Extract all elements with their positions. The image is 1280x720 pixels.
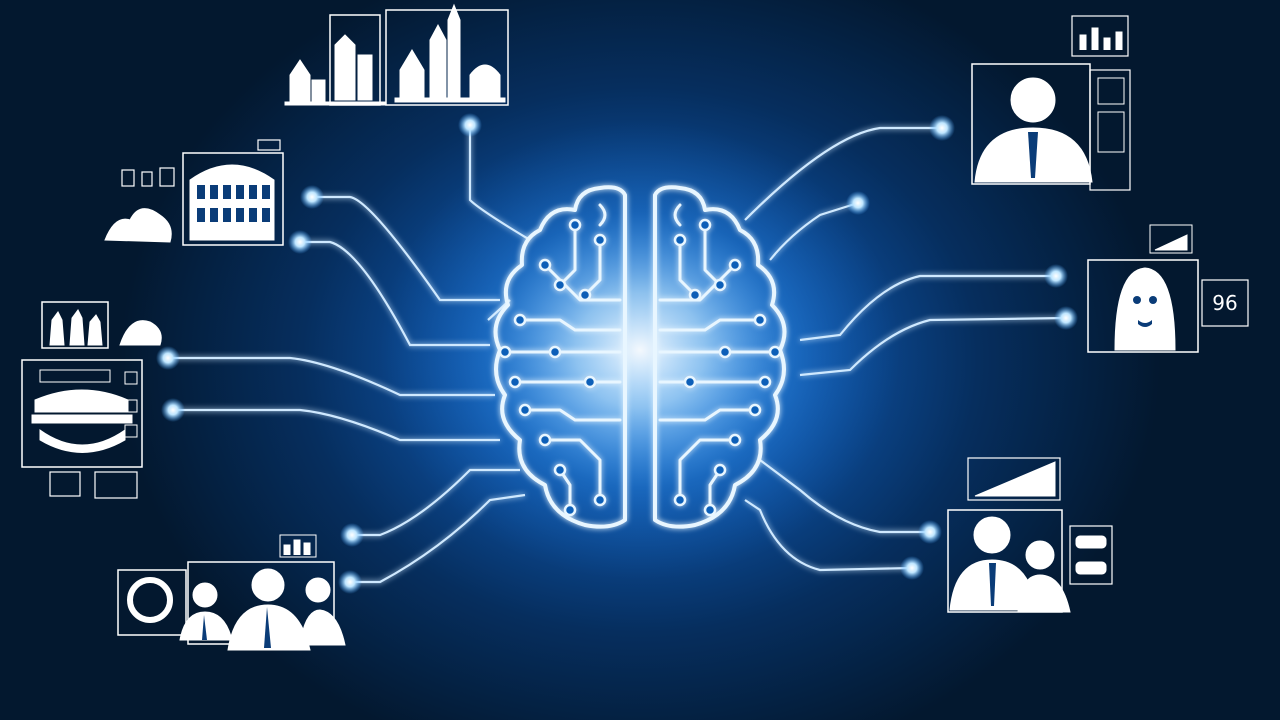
connection-node <box>929 115 955 141</box>
brain-glow <box>380 120 900 580</box>
right-hemisphere <box>653 185 787 529</box>
connection-node <box>1044 264 1068 288</box>
connection-line <box>468 125 531 241</box>
face-panel-right: 96 <box>1087 224 1249 353</box>
connection-node <box>156 346 180 370</box>
people-panel-right <box>947 457 1113 613</box>
connection-node <box>846 191 870 215</box>
connection-line <box>744 499 913 572</box>
connection-line <box>799 274 1056 342</box>
connection-line <box>769 201 859 261</box>
connection-nodes <box>156 113 1078 594</box>
colosseum-panel <box>104 139 284 246</box>
connection-node <box>900 556 924 580</box>
connection-line <box>300 240 490 347</box>
landmarks-panel-left <box>21 301 162 499</box>
connection-node <box>161 398 185 422</box>
connection-node <box>340 523 364 547</box>
connection-line <box>173 408 500 442</box>
connection-line <box>759 459 930 534</box>
connection-node <box>918 520 942 544</box>
left-hemisphere <box>493 185 627 529</box>
connection-line <box>350 493 526 584</box>
connection-line <box>168 356 495 397</box>
landmarks-panel-top <box>284 3 509 106</box>
connection-line <box>312 195 500 302</box>
people-panel-left <box>117 534 346 651</box>
connection-line <box>352 468 520 537</box>
right-circuits <box>658 203 777 512</box>
face-readout: 96 <box>1212 291 1237 315</box>
person-panel-top-right <box>971 15 1131 191</box>
connection-node <box>458 113 482 137</box>
connection-node <box>338 570 362 594</box>
connection-line <box>744 126 942 221</box>
connection-node <box>1054 306 1078 330</box>
brain-icon <box>493 185 787 529</box>
connection-line <box>799 316 1067 377</box>
circuit-nodes <box>498 218 782 517</box>
connection-node <box>300 185 324 209</box>
connection-node <box>288 230 312 254</box>
